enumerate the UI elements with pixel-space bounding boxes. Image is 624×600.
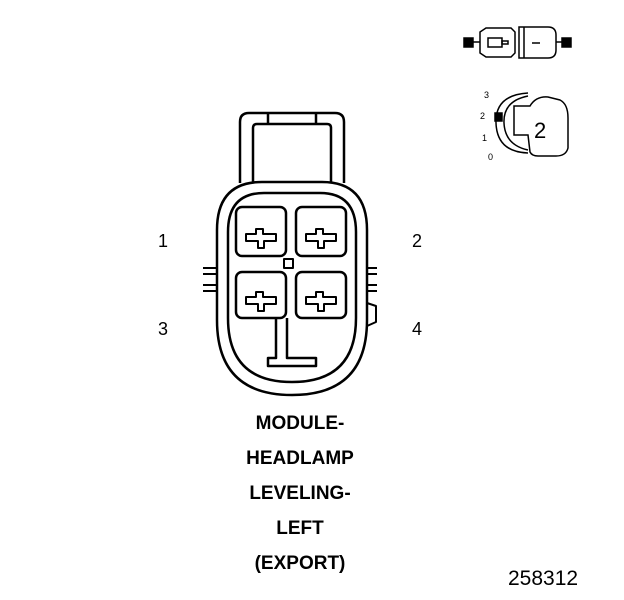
connector-caption: MODULE- HEADLAMP LEVELING- LEFT (EXPORT) bbox=[200, 410, 400, 585]
male-half bbox=[479, 27, 516, 58]
connector-face bbox=[203, 111, 377, 397]
terminal-2 bbox=[305, 228, 337, 249]
wire-stub-left bbox=[463, 37, 474, 48]
terminal-3 bbox=[245, 291, 277, 312]
wire-stub-right bbox=[561, 37, 572, 48]
position-dial-inset bbox=[494, 92, 569, 157]
pin-label-1: 1 bbox=[158, 231, 169, 251]
dial-tick-2: 2 bbox=[480, 111, 485, 121]
caption-line: LEFT bbox=[276, 518, 324, 539]
dial-tick-0: 0 bbox=[488, 152, 493, 162]
terminal-4 bbox=[305, 291, 337, 312]
keying-rib bbox=[266, 318, 318, 368]
cavity-1 bbox=[234, 205, 288, 258]
female-half bbox=[518, 26, 557, 59]
pin-label-3: 3 bbox=[158, 319, 169, 339]
dial-indicator bbox=[494, 112, 503, 122]
dial-arc bbox=[495, 92, 529, 154]
caption-line: HEADLAMP bbox=[246, 448, 354, 469]
cavity-3 bbox=[234, 270, 288, 320]
connector-housing-outer bbox=[215, 180, 369, 397]
caption-line: MODULE- bbox=[255, 413, 345, 434]
dial-knob bbox=[513, 96, 569, 157]
dial-tick-3: 3 bbox=[484, 90, 489, 100]
dial-tick-1: 1 bbox=[482, 133, 487, 143]
caption-line: LEVELING- bbox=[249, 483, 351, 504]
terminal-1 bbox=[245, 228, 277, 249]
connector-housing-inner bbox=[226, 191, 358, 384]
connector-latch bbox=[238, 111, 346, 183]
pin-label-2: 2 bbox=[412, 231, 423, 251]
side-ribs bbox=[203, 267, 377, 327]
connector-side-view-inset bbox=[463, 26, 572, 59]
centre-key bbox=[283, 258, 294, 269]
cavity-4 bbox=[294, 270, 348, 320]
figure-number: 258312 bbox=[508, 567, 579, 590]
connector-latch-inner bbox=[251, 122, 333, 183]
pin-label-4: 4 bbox=[412, 319, 423, 339]
dial-selected-position: 2 bbox=[534, 118, 546, 143]
caption-line: (EXPORT) bbox=[254, 553, 346, 574]
cavity-2 bbox=[294, 205, 348, 258]
